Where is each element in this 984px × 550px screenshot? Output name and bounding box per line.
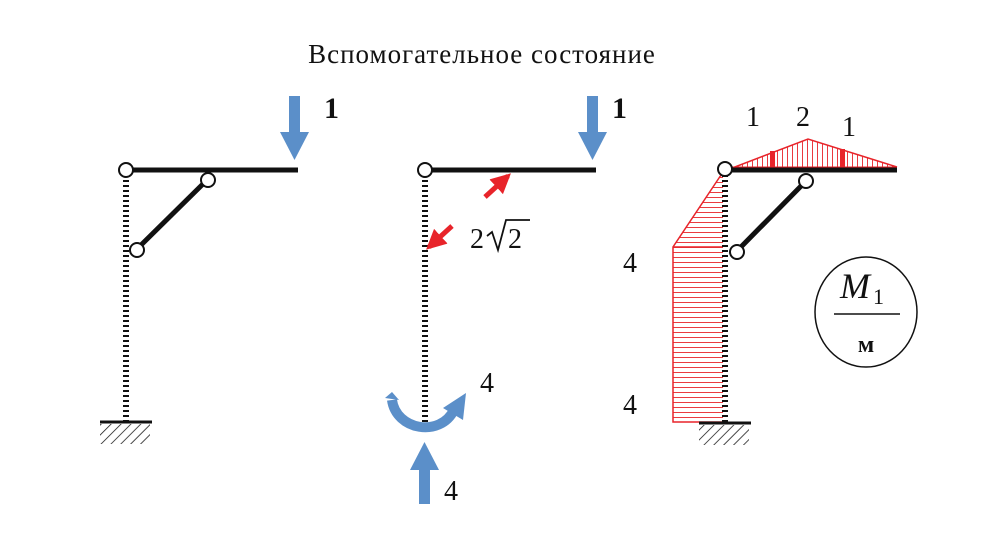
legend-unit: м xyxy=(858,332,874,358)
moment-diagram-column xyxy=(672,171,724,423)
left-hinge-beam xyxy=(200,172,216,188)
reaction-moment-arrow xyxy=(385,392,466,433)
column-label-bottom: 4 xyxy=(623,390,637,421)
reaction-force-arrow xyxy=(410,442,439,504)
reaction-moment-label: 4 xyxy=(480,368,494,399)
legend-symbol: M xyxy=(839,266,872,306)
left-frame xyxy=(100,162,298,444)
svg-text:2: 2 xyxy=(470,224,484,255)
strut-force-label: 2 2 xyxy=(470,219,530,255)
left-load-label: 1 xyxy=(324,92,339,125)
beam-label-left: 1 xyxy=(746,102,760,133)
right-strut xyxy=(735,179,808,253)
left-support-hatch xyxy=(100,424,150,444)
beam-label-mid: 2 xyxy=(796,102,810,133)
left-hinge-column xyxy=(129,242,145,258)
right-hinge-top xyxy=(717,161,733,177)
left-hinge-top xyxy=(118,162,134,178)
diagram-legend: M 1 м xyxy=(814,256,918,368)
beam-label-right: 1 xyxy=(842,112,856,143)
left-strut xyxy=(135,178,209,251)
middle-load-label: 1 xyxy=(612,92,627,125)
right-support-hatch xyxy=(699,425,749,445)
middle-hinge-top xyxy=(417,162,433,178)
middle-load-arrow xyxy=(578,96,607,160)
svg-text:2: 2 xyxy=(508,224,522,255)
reaction-force-label: 4 xyxy=(444,476,458,507)
diagram-title: Вспомогательное состояние xyxy=(308,39,656,69)
left-load-arrow xyxy=(280,96,309,160)
moment-diagram-beam xyxy=(726,138,898,171)
legend-subscript: 1 xyxy=(873,284,884,309)
right-hinge-column xyxy=(729,244,745,260)
middle-frame xyxy=(417,162,596,422)
legend-circle xyxy=(814,256,918,368)
strut-force-arrow-beam xyxy=(483,173,511,199)
column-label-top: 4 xyxy=(623,248,637,279)
right-frame xyxy=(699,161,897,445)
sqrt-sign xyxy=(486,219,530,254)
strut-force-arrow-column xyxy=(426,224,454,250)
right-hinge-beam xyxy=(798,173,814,189)
